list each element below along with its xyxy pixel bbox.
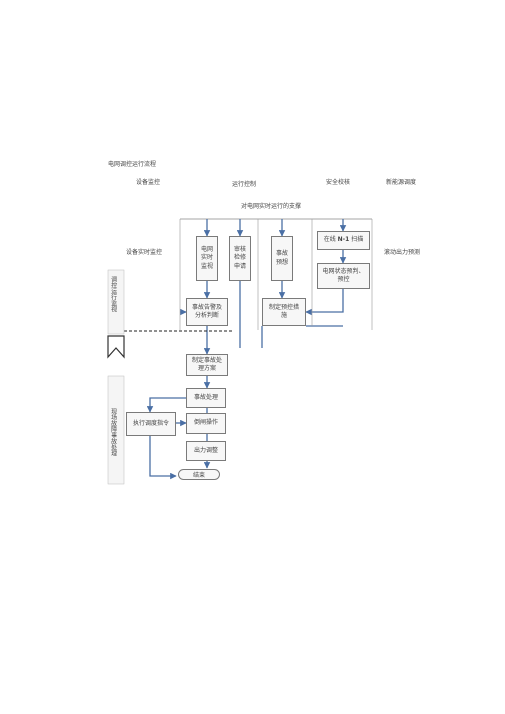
box-state-forecast: 电网状态预判、预控 bbox=[317, 263, 370, 289]
box-review: 审核检修申请 bbox=[229, 236, 251, 281]
support-label: 对电网实时运行的支撑 bbox=[241, 203, 302, 210]
box-switch-operation: 倒闸操作 bbox=[186, 413, 226, 434]
box-accident-forecast-label: 事故预想 bbox=[275, 250, 288, 266]
box-alarm-analysis-label: 事故告警及分析判断 bbox=[191, 303, 222, 319]
vertical-label-bottom: 现场故障事故处理 bbox=[109, 408, 117, 456]
box-handling-plan: 制定事故处理方案 bbox=[186, 354, 228, 376]
box-execute-dispatch: 执行调度指令 bbox=[126, 412, 176, 436]
left-label-realtime: 设备实时监控 bbox=[126, 249, 163, 256]
end-node-label: 结束 bbox=[192, 472, 205, 479]
header-security: 安全校核 bbox=[326, 179, 351, 186]
right-label-forecast: 滚动出力预测 bbox=[384, 249, 421, 256]
end-node: 结束 bbox=[178, 469, 220, 480]
n1-scan-bold: N-1 bbox=[337, 236, 350, 244]
box-state-forecast-label: 电网状态预判、预控 bbox=[322, 267, 365, 283]
box-handling-plan-label: 制定事故处理方案 bbox=[191, 356, 222, 372]
n1-scan-prefix: 在线 bbox=[323, 236, 338, 244]
header-operation: 运行控制 bbox=[232, 181, 257, 188]
header-renewable: 新能源调度 bbox=[386, 179, 417, 186]
box-accident-handling-label: 事故处理 bbox=[193, 393, 218, 401]
chevron-icon bbox=[107, 335, 125, 359]
box-grid-monitor: 电网实时监视 bbox=[196, 236, 218, 281]
vertical-bar-top bbox=[107, 269, 125, 335]
box-output-adjust-label: 出力调整 bbox=[193, 446, 218, 454]
box-accident-forecast: 事故预想 bbox=[271, 236, 293, 281]
box-grid-monitor-label: 电网实时监视 bbox=[200, 246, 213, 270]
diagram-title: 电网调控运行流程 bbox=[108, 161, 157, 168]
header-equipment: 设备监控 bbox=[136, 179, 161, 186]
arrow-to-execute-from-handling bbox=[146, 397, 186, 413]
box-n1-scan: 在线 N-1 扫描 bbox=[317, 231, 370, 250]
arrow-execute-to-end bbox=[149, 436, 177, 480]
n1-scan-suffix: 扫描 bbox=[349, 236, 364, 244]
box-accident-handling: 事故处理 bbox=[186, 388, 226, 408]
vertical-label-top: 调控运行监视 bbox=[109, 276, 117, 312]
box-execute-dispatch-label: 执行调度指令 bbox=[132, 419, 169, 427]
box-switch-operation-label: 倒闸操作 bbox=[193, 419, 218, 427]
box-output-adjust: 出力调整 bbox=[186, 441, 226, 461]
n1-scan-text: 在线 N-1 扫描 bbox=[324, 236, 364, 244]
arrow-state-to-plan bbox=[305, 289, 344, 316]
box-review-label: 审核检修申请 bbox=[233, 246, 246, 270]
box-plan: 制定预控措施 bbox=[262, 298, 306, 326]
vertical-bar-bottom bbox=[107, 375, 125, 485]
box-plan-label: 制定预控措施 bbox=[268, 303, 299, 319]
box-alarm-analysis: 事故告警及分析判断 bbox=[186, 298, 228, 326]
